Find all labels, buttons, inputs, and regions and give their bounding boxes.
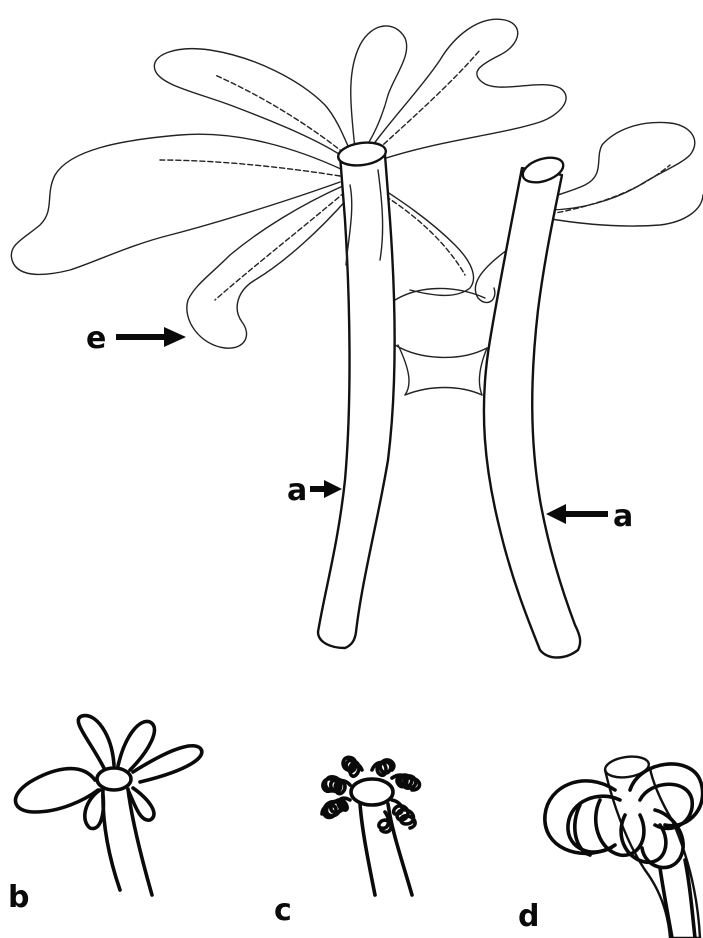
label-c: c [274,893,292,928]
label-e: e [86,321,106,356]
tentacles-left-stalk [11,19,566,348]
arrow-e-head [164,327,186,347]
subfigure-d [545,754,703,938]
subfigure-c [322,757,420,895]
subfigure-b [15,716,201,895]
label-a-right-group: a [546,499,633,534]
arrow-a-left-head [324,480,342,498]
label-a-left: a [287,473,307,508]
label-a-right: a [613,499,633,534]
label-e-group: e [86,321,186,356]
label-a-left-group: a [287,473,342,508]
label-b: b [8,880,29,915]
main-specimen-drawing [11,19,703,657]
connecting-membranes [395,288,487,395]
label-d: d [518,899,539,934]
left-stalk [318,140,395,648]
right-stalk [484,153,580,657]
